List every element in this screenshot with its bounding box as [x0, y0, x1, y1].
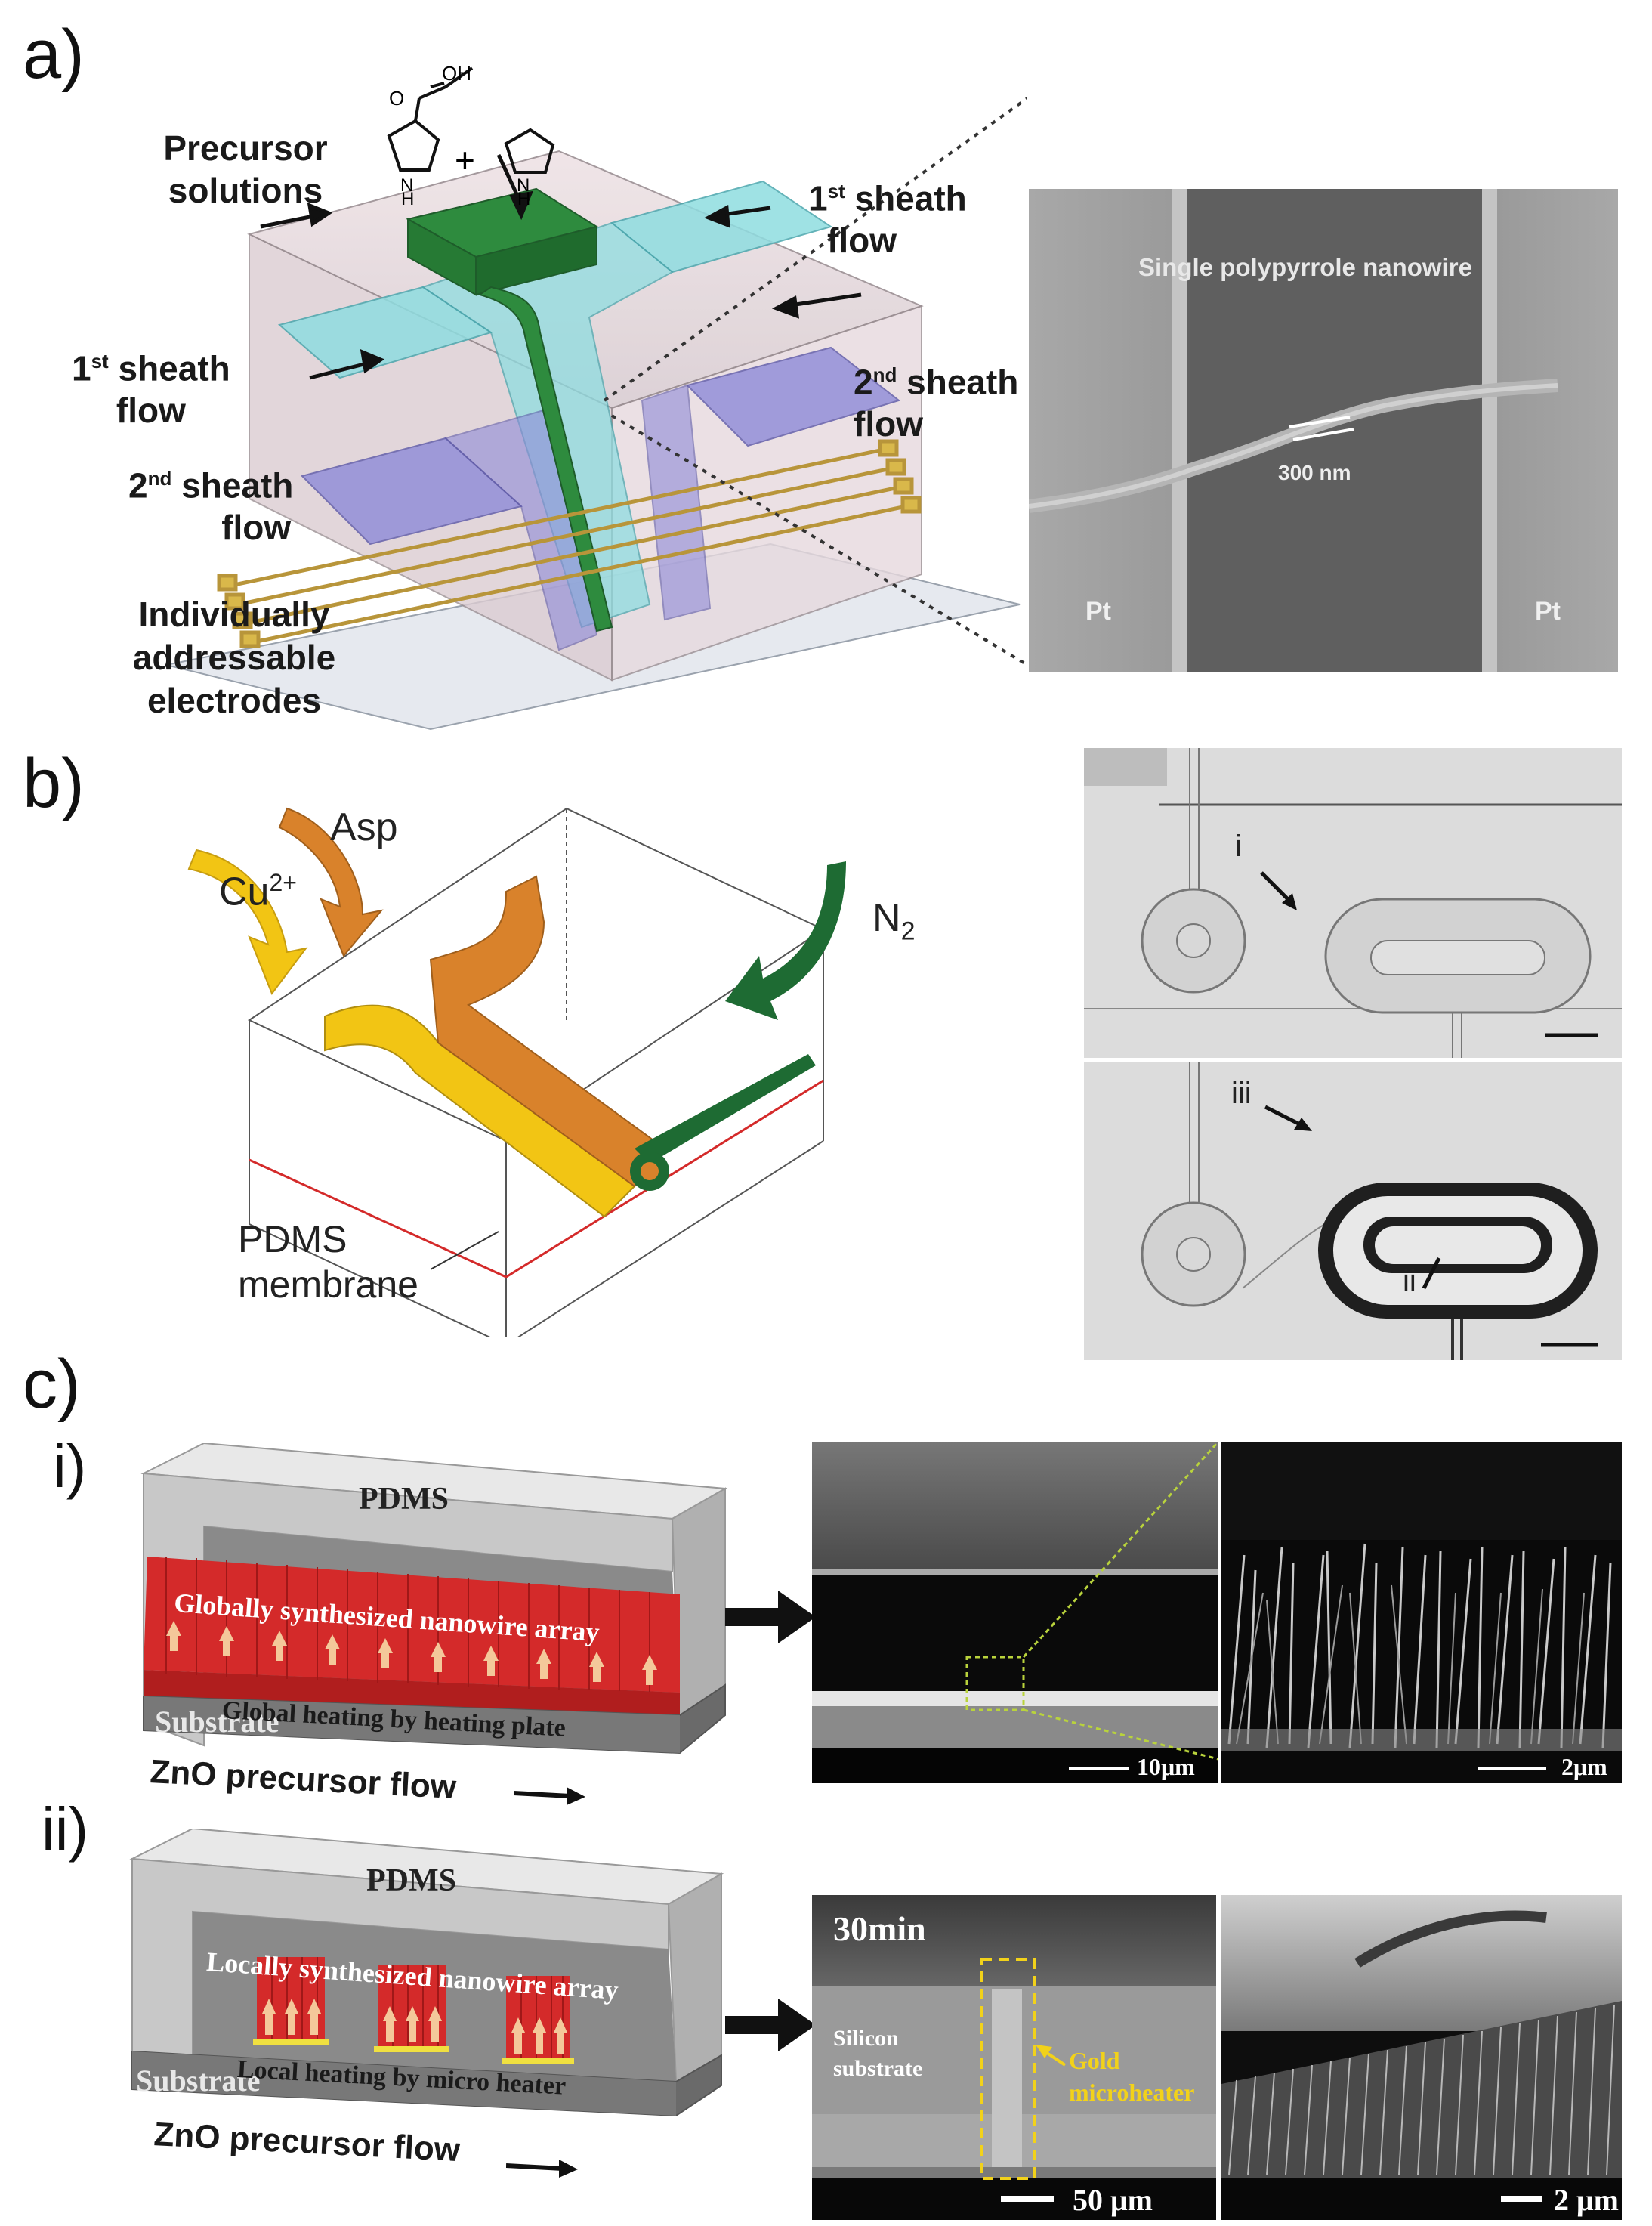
- cu-arrow: [187, 849, 308, 996]
- ci-sem-zoom: 2μm: [1221, 1442, 1622, 1783]
- cu-label: Cu2+: [219, 869, 297, 914]
- chem-oh: OH: [442, 62, 471, 85]
- chem-n2: N: [517, 175, 530, 196]
- cii-silicon-label: Silicon substrate: [833, 2026, 923, 2081]
- pt-electrode-left: [1029, 189, 1180, 672]
- pt-electrode-right: [1497, 189, 1618, 672]
- ci-scale2: 2μm: [1561, 1753, 1607, 1780]
- sem-scale-label: 300 nm: [1278, 461, 1351, 484]
- ci-sem-cross-section: 10μm: [812, 1442, 1218, 1783]
- sheath2-left-label: 2nd sheath flow: [128, 465, 294, 548]
- nanowire: [1029, 379, 1558, 513]
- label-arrows: [260, 153, 862, 380]
- ci-big-arrow: [725, 1591, 816, 1643]
- panel-c-letter: c): [23, 1346, 81, 1423]
- sem-pt-right: Pt: [1535, 597, 1561, 626]
- ci-flow-arrow: [514, 1787, 585, 1805]
- panel-cii-letter: ii): [42, 1795, 89, 1863]
- sheath1-top-label: 1st sheath flow: [808, 178, 967, 261]
- pdms-membrane-label: PDMS membrane: [238, 1218, 418, 1306]
- ci-pdms-label: PDMS: [359, 1482, 449, 1516]
- sem-polypyrrole-image: Single polypyrrole nanowire 300 nm Pt Pt: [1029, 189, 1618, 672]
- cii-schematic: [129, 1829, 724, 2117]
- asp-label: Asp: [330, 805, 398, 849]
- panel-b-letter: b): [23, 745, 85, 822]
- sem-title: Single polypyrrole nanowire: [1138, 253, 1472, 281]
- n2-label: N2: [872, 896, 916, 946]
- precursor-label: Precursor solutions: [163, 128, 328, 210]
- asp-arrow: [278, 807, 384, 957]
- sheath1-left-label: 1st sheath flow: [72, 348, 230, 431]
- electrodes: [217, 439, 922, 648]
- cii-substrate-label: Substrate: [136, 2064, 261, 2098]
- panel-a-letter: a): [23, 16, 85, 93]
- label-iii: iii: [1231, 1077, 1252, 1110]
- cii-sem-zoom: 2 μm: [1221, 1895, 1622, 2220]
- pyrrole-structures: [387, 66, 555, 174]
- label-ii: ii: [1403, 1264, 1416, 1297]
- chem-o: O: [389, 87, 405, 110]
- micrograph-top: i: [1084, 748, 1622, 1058]
- chem-h1: H: [401, 189, 415, 209]
- n2-stream: [635, 1054, 816, 1164]
- cii-gold-label: Gold microheater: [1069, 2047, 1195, 2106]
- cii-scale2: 2 μm: [1554, 2183, 1619, 2217]
- cii-big-arrow: [725, 1999, 816, 2051]
- cii-time-label: 30min: [833, 1909, 926, 1948]
- zoom-line-bottom: [610, 414, 1027, 666]
- n2-arrow: [725, 861, 846, 1020]
- electrodes-label: Individually addressable electrodes: [132, 595, 336, 720]
- zoom-line-top: [603, 97, 1027, 402]
- chem-h2: H: [517, 189, 531, 209]
- purple-sheath-right: [686, 346, 901, 447]
- sem-pt-left: Pt: [1085, 597, 1111, 626]
- green-stream: [477, 286, 613, 632]
- panel-ci-letter: i): [53, 1433, 87, 1500]
- asp-stream: [429, 875, 666, 1188]
- panel-b-schematic: [187, 807, 846, 1337]
- ci-scale1: 10μm: [1137, 1753, 1195, 1780]
- pdms-membrane-line: [249, 1079, 824, 1278]
- cii-scale1: 50 μm: [1073, 2183, 1153, 2217]
- cii-pdms-label: PDMS: [366, 1863, 456, 1898]
- cii-flow-arrow: [506, 2160, 578, 2178]
- chem-plus: +: [455, 141, 475, 180]
- ci-schematic: [140, 1443, 728, 1755]
- sheath2-right-label: 2nd sheath flow: [854, 362, 1019, 444]
- label-i: i: [1235, 830, 1242, 863]
- cii-sem-microheater: 30min Silicon substrate Gold microheater…: [812, 1895, 1216, 2220]
- micrograph-bottom: iii ii: [1084, 1062, 1622, 1360]
- chem-n1: N: [400, 175, 414, 196]
- ci-substrate-label: Substrate: [155, 1705, 279, 1739]
- panel-a-device-schematic: [165, 66, 1027, 731]
